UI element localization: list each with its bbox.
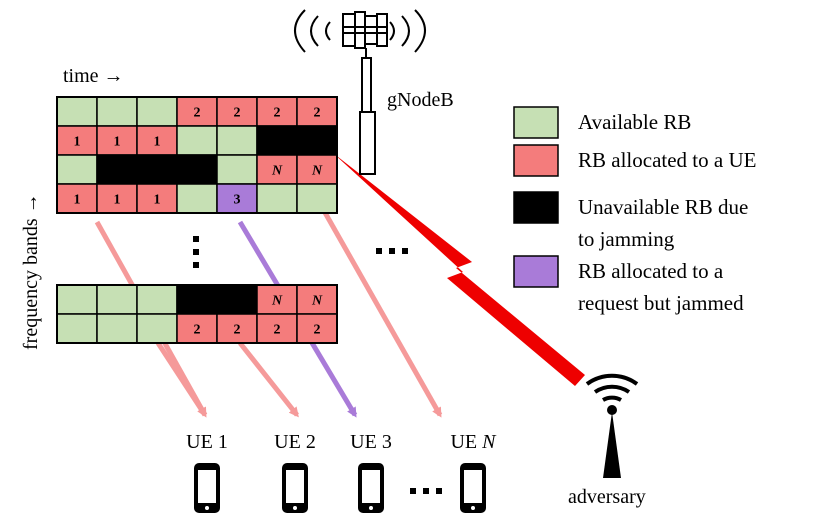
- legend-label-jammed: Unavailable RB due: [578, 195, 748, 219]
- rb-bottom-cell: [176, 313, 218, 344]
- rb-top-cell: [56, 183, 98, 214]
- rb-bottom-cell: [136, 313, 178, 344]
- rb-bottom-cell: [56, 313, 98, 344]
- rb-bottom-cell-label: 2: [314, 323, 321, 338]
- jamming-signal-icon: [333, 153, 585, 386]
- smartphone-icon: [358, 463, 384, 513]
- rb-top-cell: [96, 125, 138, 156]
- time-axis-label: time →: [63, 65, 124, 87]
- rb-top-cell: [176, 125, 218, 156]
- smartphone-icon: [460, 463, 486, 513]
- smartphone-icon: [194, 463, 220, 513]
- smartphone-icon: [282, 463, 308, 513]
- legend-swatch-allocated: [513, 144, 559, 177]
- rb-top-cell-label: 1: [114, 135, 121, 150]
- rb-top-cell-label: 1: [74, 135, 81, 150]
- rb-bottom-cell: [216, 313, 258, 344]
- legend-swatch-available: [513, 106, 559, 139]
- legend-label-available: Available RB: [578, 110, 691, 134]
- rb-top-cell-label: N: [311, 164, 323, 179]
- rb-top-cell: [296, 125, 338, 156]
- rb-bottom-cell: [96, 284, 138, 315]
- legend: Available RB RB allocated to a UE Unavaila…: [513, 106, 756, 315]
- rb-top-cell: [256, 154, 298, 185]
- adversary-label: adversary: [568, 486, 646, 508]
- ue-label-ue1: UE 1: [186, 431, 228, 453]
- rb-top-cell-label: 2: [234, 106, 241, 121]
- vertical-ellipsis: [193, 236, 199, 268]
- rb-bottom-cell: [256, 284, 298, 315]
- rb-top-cell: [216, 154, 258, 185]
- rb-bottom-border: [56, 284, 338, 344]
- rb-bottom-cell: [296, 313, 338, 344]
- arrow-to-ue2: [238, 341, 299, 418]
- rb-top-cell-label: 1: [154, 135, 161, 150]
- rb-bottom-cell: [56, 284, 98, 315]
- ue-label-ue2: UE 2: [274, 431, 316, 453]
- legend-label-request: request but jammed: [578, 291, 744, 315]
- rb-bottom-cell-label: N: [311, 294, 323, 309]
- rb-grid-bottom: N N 2 2 2 2: [56, 284, 338, 344]
- legend-label-allocated: RB allocated to a UE: [578, 148, 756, 172]
- rb-top-cell-label: 1: [114, 193, 121, 208]
- rb-top-cell: [136, 96, 178, 127]
- rb-top-cell-label: 2: [274, 106, 281, 121]
- rb-top-border: [56, 96, 338, 214]
- rb-top-cell: [296, 183, 338, 214]
- rb-top-cell: [256, 183, 298, 214]
- rb-top-cell-label: 1: [74, 193, 81, 208]
- rb-top-cell: [96, 96, 138, 127]
- rb-bottom-cell-label: N: [271, 294, 283, 309]
- ue-label-uen: UE N: [450, 431, 497, 453]
- rb-top-cell: [136, 125, 178, 156]
- rb-top-cell: [176, 154, 218, 185]
- ue-group: UE 1 UE 2 UE 3 UE N: [186, 431, 497, 513]
- rb-top-cell: [96, 154, 138, 185]
- gnodeb-label: gNodeB: [387, 89, 454, 111]
- rb-top-cell: [216, 125, 258, 156]
- rb-top-cell: [56, 96, 98, 127]
- rb-top-cell-label: 1: [154, 193, 161, 208]
- frequency-axis-label: frequency bands →: [20, 193, 42, 350]
- horizontal-ellipsis-lower: [410, 488, 442, 494]
- rb-bottom-cell: [176, 284, 218, 315]
- rb-top-cell: [256, 125, 298, 156]
- rb-bottom-cell: [136, 284, 178, 315]
- rb-top-cell: [176, 183, 218, 214]
- rb-bottom-cell-label: 2: [194, 323, 201, 338]
- rb-bottom-cell: [216, 284, 258, 315]
- rb-top-cell-label: 3: [234, 193, 241, 208]
- legend-label-request: RB allocated to a: [578, 259, 724, 283]
- legend-swatch-jammed: [513, 191, 559, 224]
- legend-label-jammed: to jamming: [578, 227, 675, 251]
- rb-top-cell-label: 2: [194, 106, 201, 121]
- jammer-antenna-icon: [585, 373, 639, 478]
- rb-top-cell: [136, 154, 178, 185]
- legend-swatch-request: [513, 255, 559, 288]
- cell-tower-icon: [294, 9, 426, 175]
- arrow-to-ue1-lower: [155, 341, 208, 417]
- rb-bottom-cell-label: 2: [274, 323, 281, 338]
- horizontal-ellipsis-upper: [376, 248, 408, 254]
- ue-label-ue3: UE 3: [350, 431, 392, 453]
- rb-top-cell: [56, 154, 98, 185]
- arrow-to-uen: [312, 193, 443, 418]
- rb-top-cell-label: 2: [314, 106, 321, 121]
- rb-bottom-cell-label: 2: [234, 323, 241, 338]
- rb-top-cell: [96, 183, 138, 214]
- rb-bottom-cell: [96, 313, 138, 344]
- rb-top-cell-label: N: [271, 164, 283, 179]
